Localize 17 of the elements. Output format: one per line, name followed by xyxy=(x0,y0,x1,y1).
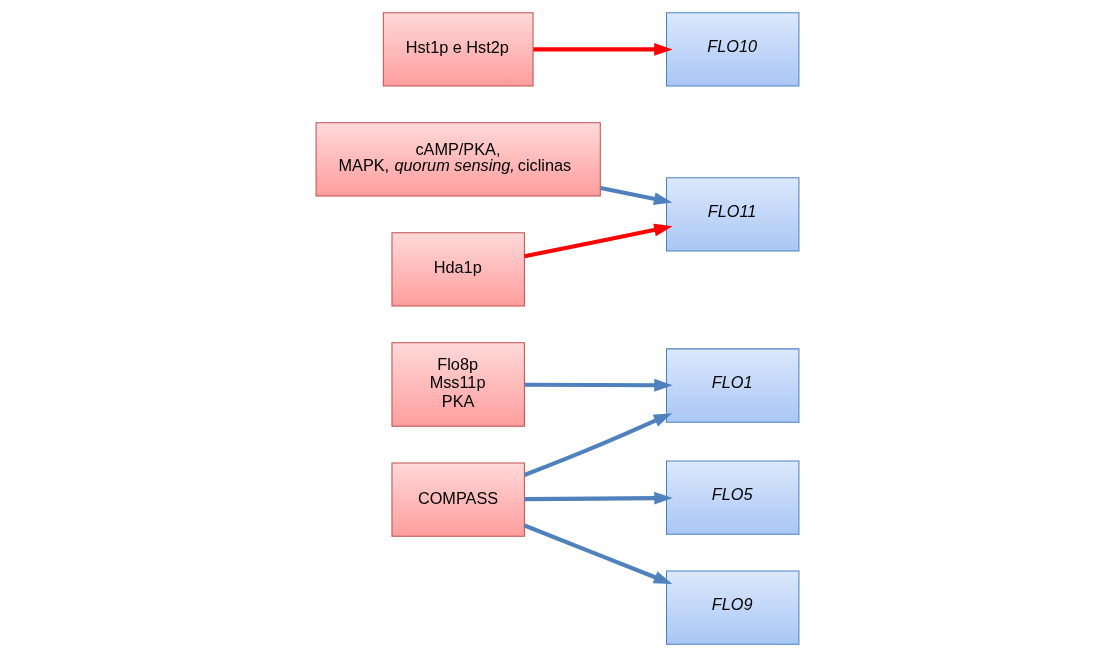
node-box: FLO9 xyxy=(665,570,799,645)
arrow xyxy=(532,42,673,56)
node-box: cAMP/PKA, MAPK, quorum sensing, ciclinas xyxy=(315,122,601,197)
arrow xyxy=(523,413,672,477)
node-box: FLO11 xyxy=(665,177,799,252)
node-box: FLO10 xyxy=(665,12,799,87)
arrow xyxy=(523,523,672,585)
node-box: FLO5 xyxy=(665,460,799,535)
arrow xyxy=(523,491,673,505)
node-box: FLO1 xyxy=(665,348,799,423)
arrow xyxy=(523,223,673,259)
arrow xyxy=(599,185,672,206)
node-box: Hda1p xyxy=(390,232,525,307)
arrow xyxy=(523,378,673,392)
node-box: Hst1p e Hst2p xyxy=(382,12,534,87)
node-box: COMPASS xyxy=(390,462,525,537)
node-box: Flo8p Mss11p PKA xyxy=(390,342,525,427)
